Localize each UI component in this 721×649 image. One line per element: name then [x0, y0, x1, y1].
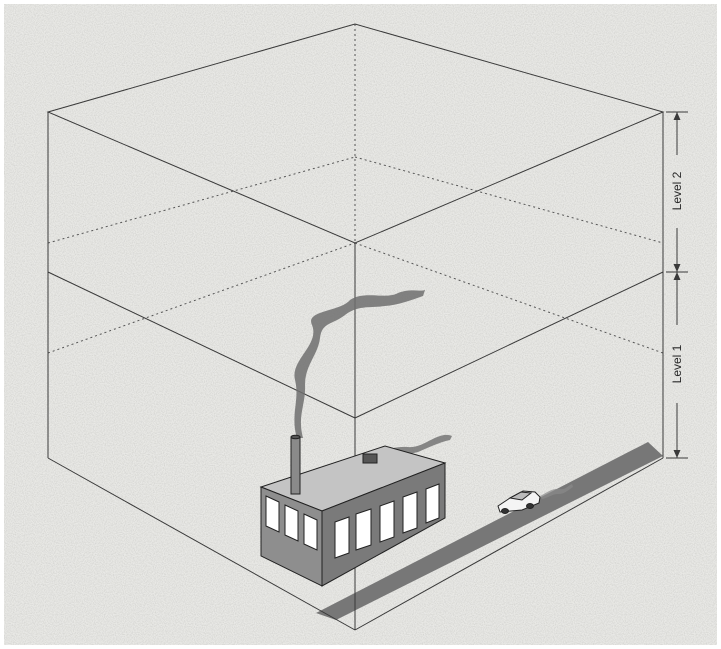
level-2-label: Level 2	[670, 171, 684, 210]
chimney-icon	[291, 437, 300, 494]
level-1-label: Level 1	[670, 344, 684, 383]
roof-vent	[363, 454, 377, 463]
